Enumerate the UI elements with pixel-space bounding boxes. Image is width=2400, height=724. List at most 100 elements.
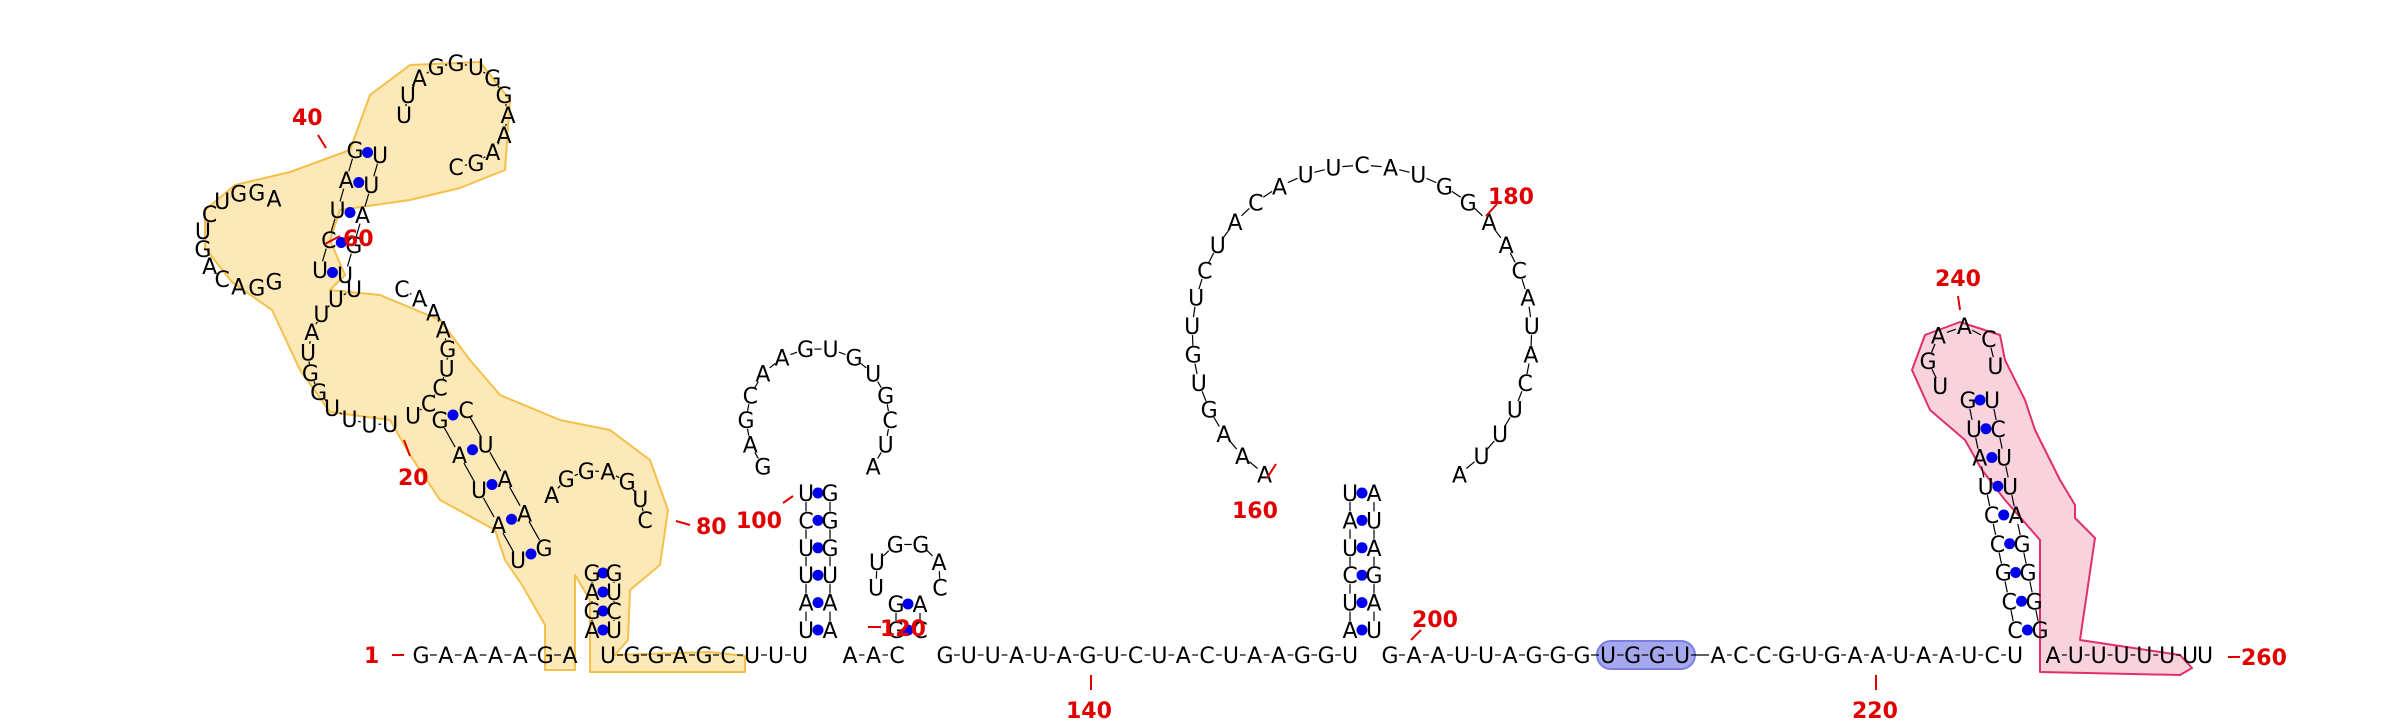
backbone-bond — [1287, 177, 1298, 184]
backbone — [202, 64, 2181, 656]
nucleotide-A: A — [584, 581, 599, 606]
nucleotide-C: C — [720, 644, 735, 669]
backbone-bond — [1493, 228, 1502, 239]
nucleotide-U: U — [1366, 619, 1382, 644]
nucleotide-U: U — [2007, 644, 2023, 669]
tick-180 — [1485, 203, 1498, 217]
backbone-bond — [754, 452, 759, 459]
backbone-bond — [469, 417, 482, 437]
backbone-bond — [1201, 390, 1207, 402]
position-240: 240 — [1935, 267, 1981, 292]
nucleotide-U: U — [1801, 644, 1817, 669]
backbone-bond — [339, 412, 343, 415]
nucleotide-G: G — [797, 338, 814, 363]
nucleotide-U: U — [1104, 644, 1120, 669]
nucleotide-U: U — [822, 564, 838, 589]
nucleotide-U: U — [798, 537, 814, 562]
nucleotide-C: C — [1128, 644, 1143, 669]
nucleotide-U: U — [600, 644, 616, 669]
nucleotide-U: U — [1984, 389, 2000, 414]
nucleotide-G: G — [558, 468, 575, 493]
backbone-bond — [1972, 329, 1982, 336]
nucleotide-G: G — [1294, 644, 1311, 669]
nucleotide-G: G — [821, 482, 838, 507]
nucleotide-A: A — [485, 141, 500, 166]
nucleotide-C: C — [1517, 372, 1532, 397]
backbone-bond — [557, 485, 561, 489]
nucleotide-U: U — [1325, 156, 1341, 181]
nucleotide-A: A — [412, 67, 427, 92]
backbone-bond — [615, 475, 620, 479]
nucleotide-G: G — [1919, 350, 1936, 375]
nucleotide-A: A — [866, 455, 881, 480]
nucleotide-C: C — [1512, 259, 1527, 284]
nucleotide-G: G — [1381, 644, 1398, 669]
nucleotide-U: U — [361, 413, 377, 438]
nucleotide-U: U — [2113, 644, 2129, 669]
nucleotide-U: U — [324, 397, 340, 422]
nucleotide-A: A — [1342, 509, 1357, 534]
nucleotide-U: U — [195, 220, 211, 245]
nucleotide-G: G — [1549, 644, 1566, 669]
base-pair-dot — [1356, 542, 1368, 554]
nucleotide-A: A — [1342, 619, 1357, 644]
nucleotide-G: G — [578, 460, 595, 485]
nucleotide-A: A — [1247, 644, 1262, 669]
backbone-bond — [315, 321, 318, 325]
backbone-bond — [409, 292, 412, 295]
nucleotide-U: U — [2197, 644, 2213, 669]
backbone-bond — [412, 85, 415, 88]
nucleotide-A: A — [202, 255, 217, 280]
nucleotide-G: G — [535, 537, 552, 562]
nucleotide-C: C — [421, 392, 436, 417]
nucleotide-A: A — [452, 444, 467, 469]
nucleotide-A: A — [339, 169, 354, 194]
backbone-bond — [313, 381, 316, 385]
nucleotide-A: A — [266, 187, 281, 212]
nucleotide-A: A — [1848, 644, 1863, 669]
nucleotide-C: C — [202, 203, 217, 228]
nucleotide-C: C — [1981, 328, 1996, 353]
nucleotide-U: U — [1410, 164, 1426, 189]
nucleotide-G: G — [265, 271, 282, 296]
nucleotide-A: A — [1271, 644, 1286, 669]
base-pair-dot — [1356, 597, 1368, 609]
nucleotide-G: G — [248, 181, 265, 206]
nucleotide-A: A — [1710, 644, 1725, 669]
base-pair-dot — [2004, 538, 2016, 550]
base-pair-dot — [344, 207, 356, 218]
nucleotide-A: A — [544, 484, 559, 509]
base-pair-dot — [362, 147, 373, 158]
nucleotide-U: U — [439, 358, 455, 383]
base-pair-dot — [486, 479, 498, 490]
base-pair-dot — [812, 597, 824, 609]
tick-200 — [1410, 629, 1422, 641]
backbone-bond — [1262, 190, 1273, 198]
nucleotide-C: C — [1756, 644, 1771, 669]
nucleotide-U: U — [792, 644, 808, 669]
nucleotide-U: U — [1032, 644, 1048, 669]
nucleotide-G: G — [1436, 175, 1453, 200]
nucleotide-C: C — [882, 409, 897, 434]
nucleotide-A: A — [743, 434, 758, 459]
nucleotide-G: G — [1201, 399, 1218, 424]
nucleotide-U: U — [1507, 399, 1523, 424]
nucleotide-U: U — [1223, 644, 1239, 669]
backbone-bond — [483, 156, 486, 159]
nucleotide-U: U — [1893, 644, 1909, 669]
backbone-bond — [1528, 306, 1532, 318]
nucleotide-A: A — [1009, 644, 1024, 669]
nucleotide-G: G — [194, 238, 211, 263]
backbone-bond — [574, 473, 579, 477]
nucleotide-G: G — [887, 619, 904, 644]
nucleotide-G: G — [1460, 191, 1477, 216]
nucleotide-G: G — [623, 644, 640, 669]
nucleotide-G: G — [248, 277, 265, 302]
position-1: 1 — [364, 644, 379, 669]
backbone-bond — [641, 507, 644, 512]
nucleotide-U: U — [313, 303, 329, 328]
nucleotide-U: U — [822, 338, 838, 363]
backbone-bond — [2010, 609, 2014, 622]
nucleotide-A: A — [1870, 644, 1885, 669]
